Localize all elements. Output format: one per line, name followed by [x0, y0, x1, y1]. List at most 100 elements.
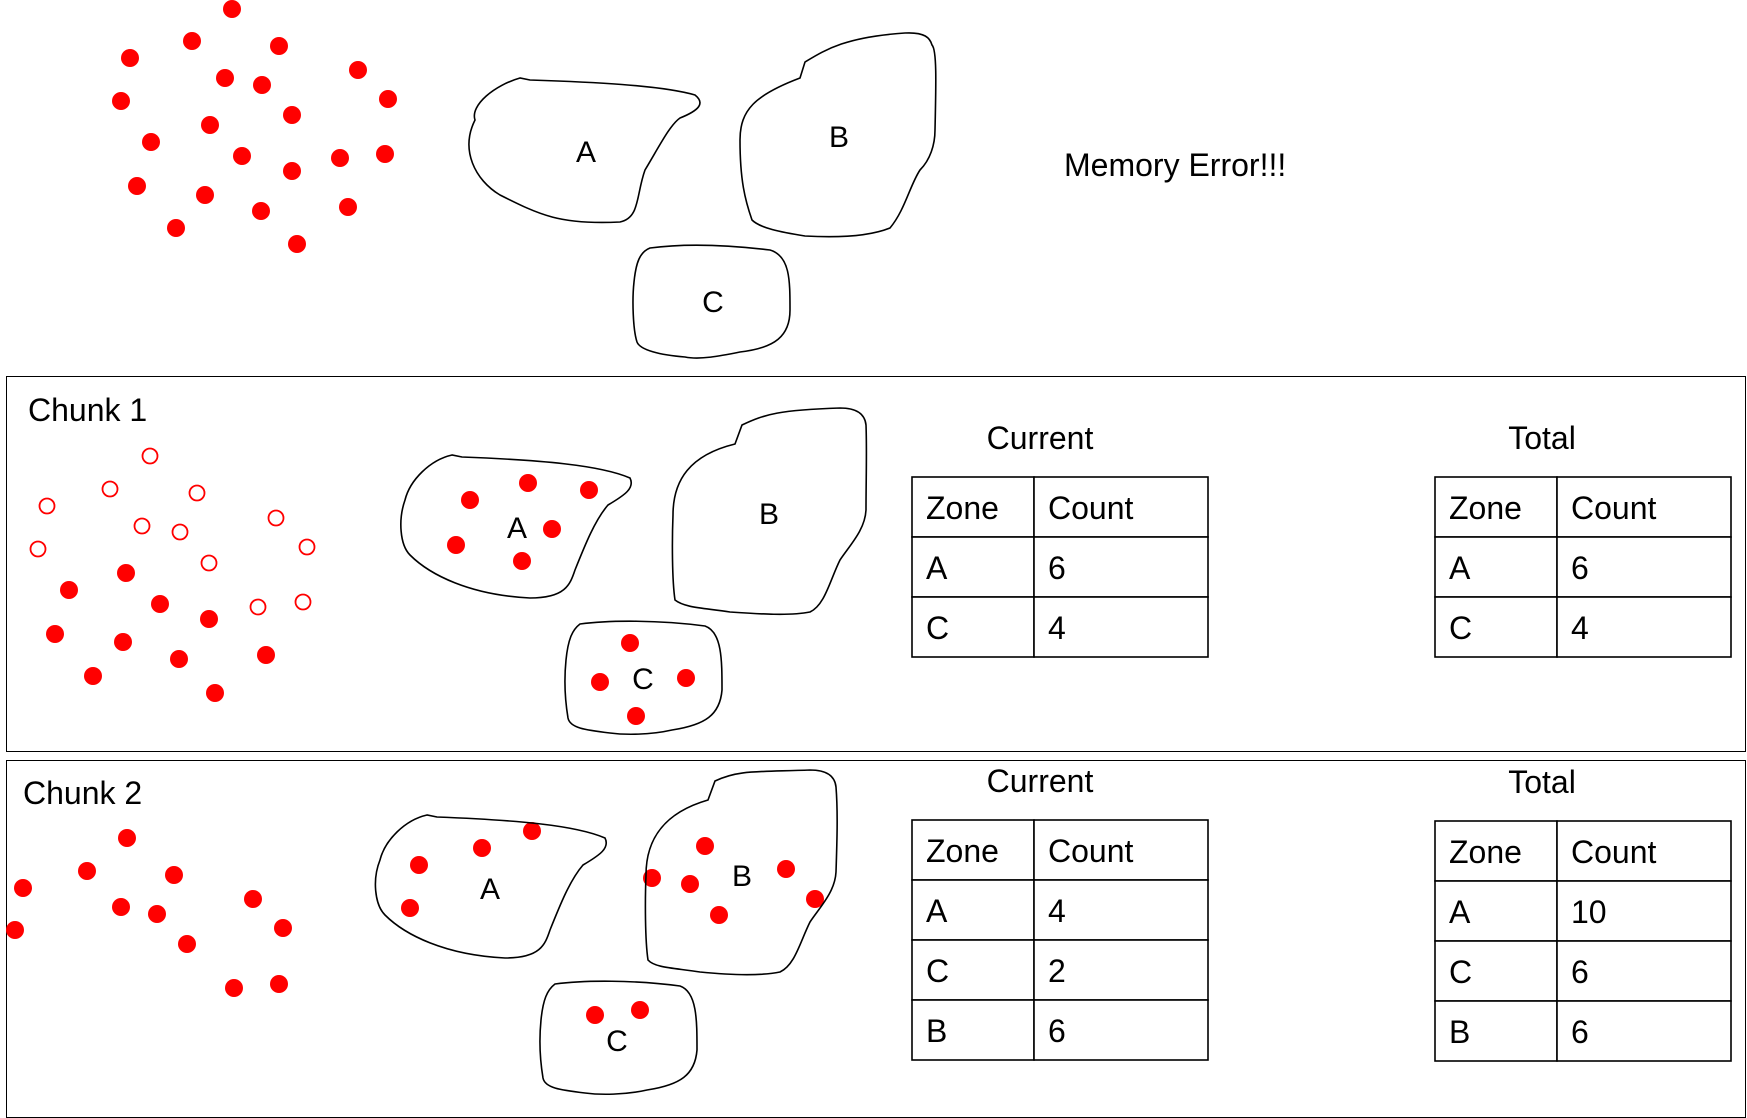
chunk-2-unassigned-point-4 — [14, 879, 32, 897]
chunk-1-unassigned-point-7 — [170, 650, 188, 668]
top-zone-a-outline — [468, 77, 701, 224]
chunk-1-total-title: Total — [1508, 420, 1576, 456]
chunk-1-zone-c-label: C — [632, 663, 654, 696]
chunk-2-label: Chunk 2 — [23, 775, 142, 811]
chunk-2-total-header-cell — [1434, 820, 1558, 882]
top-point-3 — [183, 32, 201, 50]
top-point-2 — [121, 49, 139, 67]
chunk-2-total-cell — [1434, 880, 1558, 942]
chunk-2-zone-point-6 — [643, 869, 661, 887]
chunk-2-current-cell-text: C — [926, 953, 949, 989]
chunk-1-processed-point-8 — [267, 509, 285, 527]
chunk-1-zone-point-9 — [677, 669, 695, 687]
top-point-21 — [167, 219, 185, 237]
chunk-2-zone-point-8 — [777, 860, 795, 878]
top-point-5 — [216, 69, 234, 87]
chunk-1-zone-point-7 — [621, 634, 639, 652]
top-point-11 — [283, 106, 301, 124]
chunk-1-current-cell-text: 4 — [1048, 610, 1066, 646]
chunk-2-zone-a-label: A — [480, 873, 500, 906]
top-point-8 — [112, 92, 130, 110]
chunk-2-current-cell-text: 2 — [1048, 953, 1066, 989]
chunk-1-total-cell-text: C — [1449, 610, 1472, 646]
chunk-1-zone-point-2 — [519, 474, 537, 492]
chunk-1-processed-point-10 — [200, 554, 218, 572]
chunk-1-unassigned-point-2 — [117, 564, 135, 582]
chunk-2-unassigned-point-7 — [244, 890, 262, 908]
chunk-1-total-header-cell — [1556, 476, 1732, 538]
chunk-1-zone-c-outline — [564, 620, 723, 736]
top-point-18 — [196, 186, 214, 204]
chunk-2-current-cell — [911, 879, 1035, 941]
chunk-2-zone-b-outline — [644, 769, 838, 976]
chunk-1-processed-point-12 — [294, 593, 312, 611]
chunk-1-total-header-text: Count — [1571, 490, 1657, 526]
chunk-2-current-cell — [911, 939, 1035, 1001]
chunk-1-total-cell-text: 6 — [1571, 550, 1589, 586]
chunk-1-total-header-text: Zone — [1449, 490, 1522, 526]
chunk-2-point-cloud — [6, 822, 824, 1024]
chunk-2-unassigned-point-8 — [274, 919, 292, 937]
chunk-2-zone-b-label: B — [732, 860, 752, 893]
chunk-2-zone-point-4 — [401, 899, 419, 917]
top-point-7 — [349, 61, 367, 79]
chunk-2-total-header-text: Count — [1571, 834, 1657, 870]
chunk-2-current-cell — [1033, 999, 1209, 1061]
chunk-2-total-cell — [1556, 1000, 1732, 1062]
top-zone-b-outline — [739, 32, 937, 238]
chunk-2-zone-point-9 — [806, 890, 824, 908]
chunk-1-current-cell-text: C — [926, 610, 949, 646]
chunk-1-total-cell-text: A — [1449, 550, 1471, 586]
chunk-2-zone-point-5 — [696, 837, 714, 855]
chunk-2-unassigned-point-1 — [118, 829, 136, 847]
top-point-13 — [233, 147, 251, 165]
chunk-1-panel — [6, 376, 1746, 752]
chunk-2-zone-point-2 — [473, 839, 491, 857]
chunk-2-unassigned-point-11 — [225, 979, 243, 997]
chunk-1-processed-point-11 — [249, 598, 267, 616]
chunk-1-current-cell — [1033, 596, 1209, 658]
chunk-1-processed-point-4 — [188, 484, 206, 502]
chunk-1-zone-a-label: A — [507, 512, 527, 545]
chunk-1-total-cell-text: 4 — [1571, 610, 1589, 646]
chunk-2-unassigned-point-12 — [270, 975, 288, 993]
chunk-2-total-cell-text: A — [1449, 894, 1471, 930]
chunk-1-current-header-cell — [911, 476, 1035, 538]
chunk-1-current-header-text: Count — [1048, 490, 1134, 526]
chunk-1-current-cell-text: A — [926, 550, 948, 586]
chunk-1-point-cloud — [29, 447, 695, 725]
chunk-1-unassigned-point-3 — [151, 595, 169, 613]
chunk-2-unassigned-point-2 — [78, 862, 96, 880]
chunk-2-zone-point-12 — [631, 1001, 649, 1019]
chunk-2-current-header-cell — [911, 819, 1035, 881]
top-zone-b-label: B — [829, 121, 849, 154]
top-point-20 — [339, 198, 357, 216]
chunk-2-current-header-text: Zone — [926, 833, 999, 869]
chunk-2-total-title: Total — [1508, 764, 1576, 800]
chunk-1-processed-point-2 — [101, 480, 119, 498]
chunk-1-current-header-cell — [1033, 476, 1209, 538]
chunk-1-unassigned-point-8 — [257, 646, 275, 664]
top-point-16 — [376, 145, 394, 163]
top-point-15 — [331, 149, 349, 167]
chunk-1-processed-point-1 — [141, 447, 159, 465]
chunk-2-total-cell — [1434, 1000, 1558, 1062]
top-point-19 — [252, 202, 270, 220]
chunk-1-current-header-text: Zone — [926, 490, 999, 526]
chunk-2-total-cell-text: B — [1449, 1014, 1470, 1050]
chunk-2-current-cell-text: 4 — [1048, 893, 1066, 929]
chunk-1-processed-point-6 — [171, 523, 189, 541]
chunk-1-unassigned-point-4 — [200, 610, 218, 628]
chunk-1-processed-point-7 — [29, 540, 47, 558]
chunk-1-zone-point-10 — [627, 707, 645, 725]
chunk-1-zone-point-4 — [543, 520, 561, 538]
chunk-1-label: Chunk 1 — [28, 392, 147, 428]
top-point-cloud — [112, 0, 397, 253]
chunk-2-zone-point-10 — [710, 906, 728, 924]
chunk-2-zone-point-11 — [586, 1006, 604, 1024]
